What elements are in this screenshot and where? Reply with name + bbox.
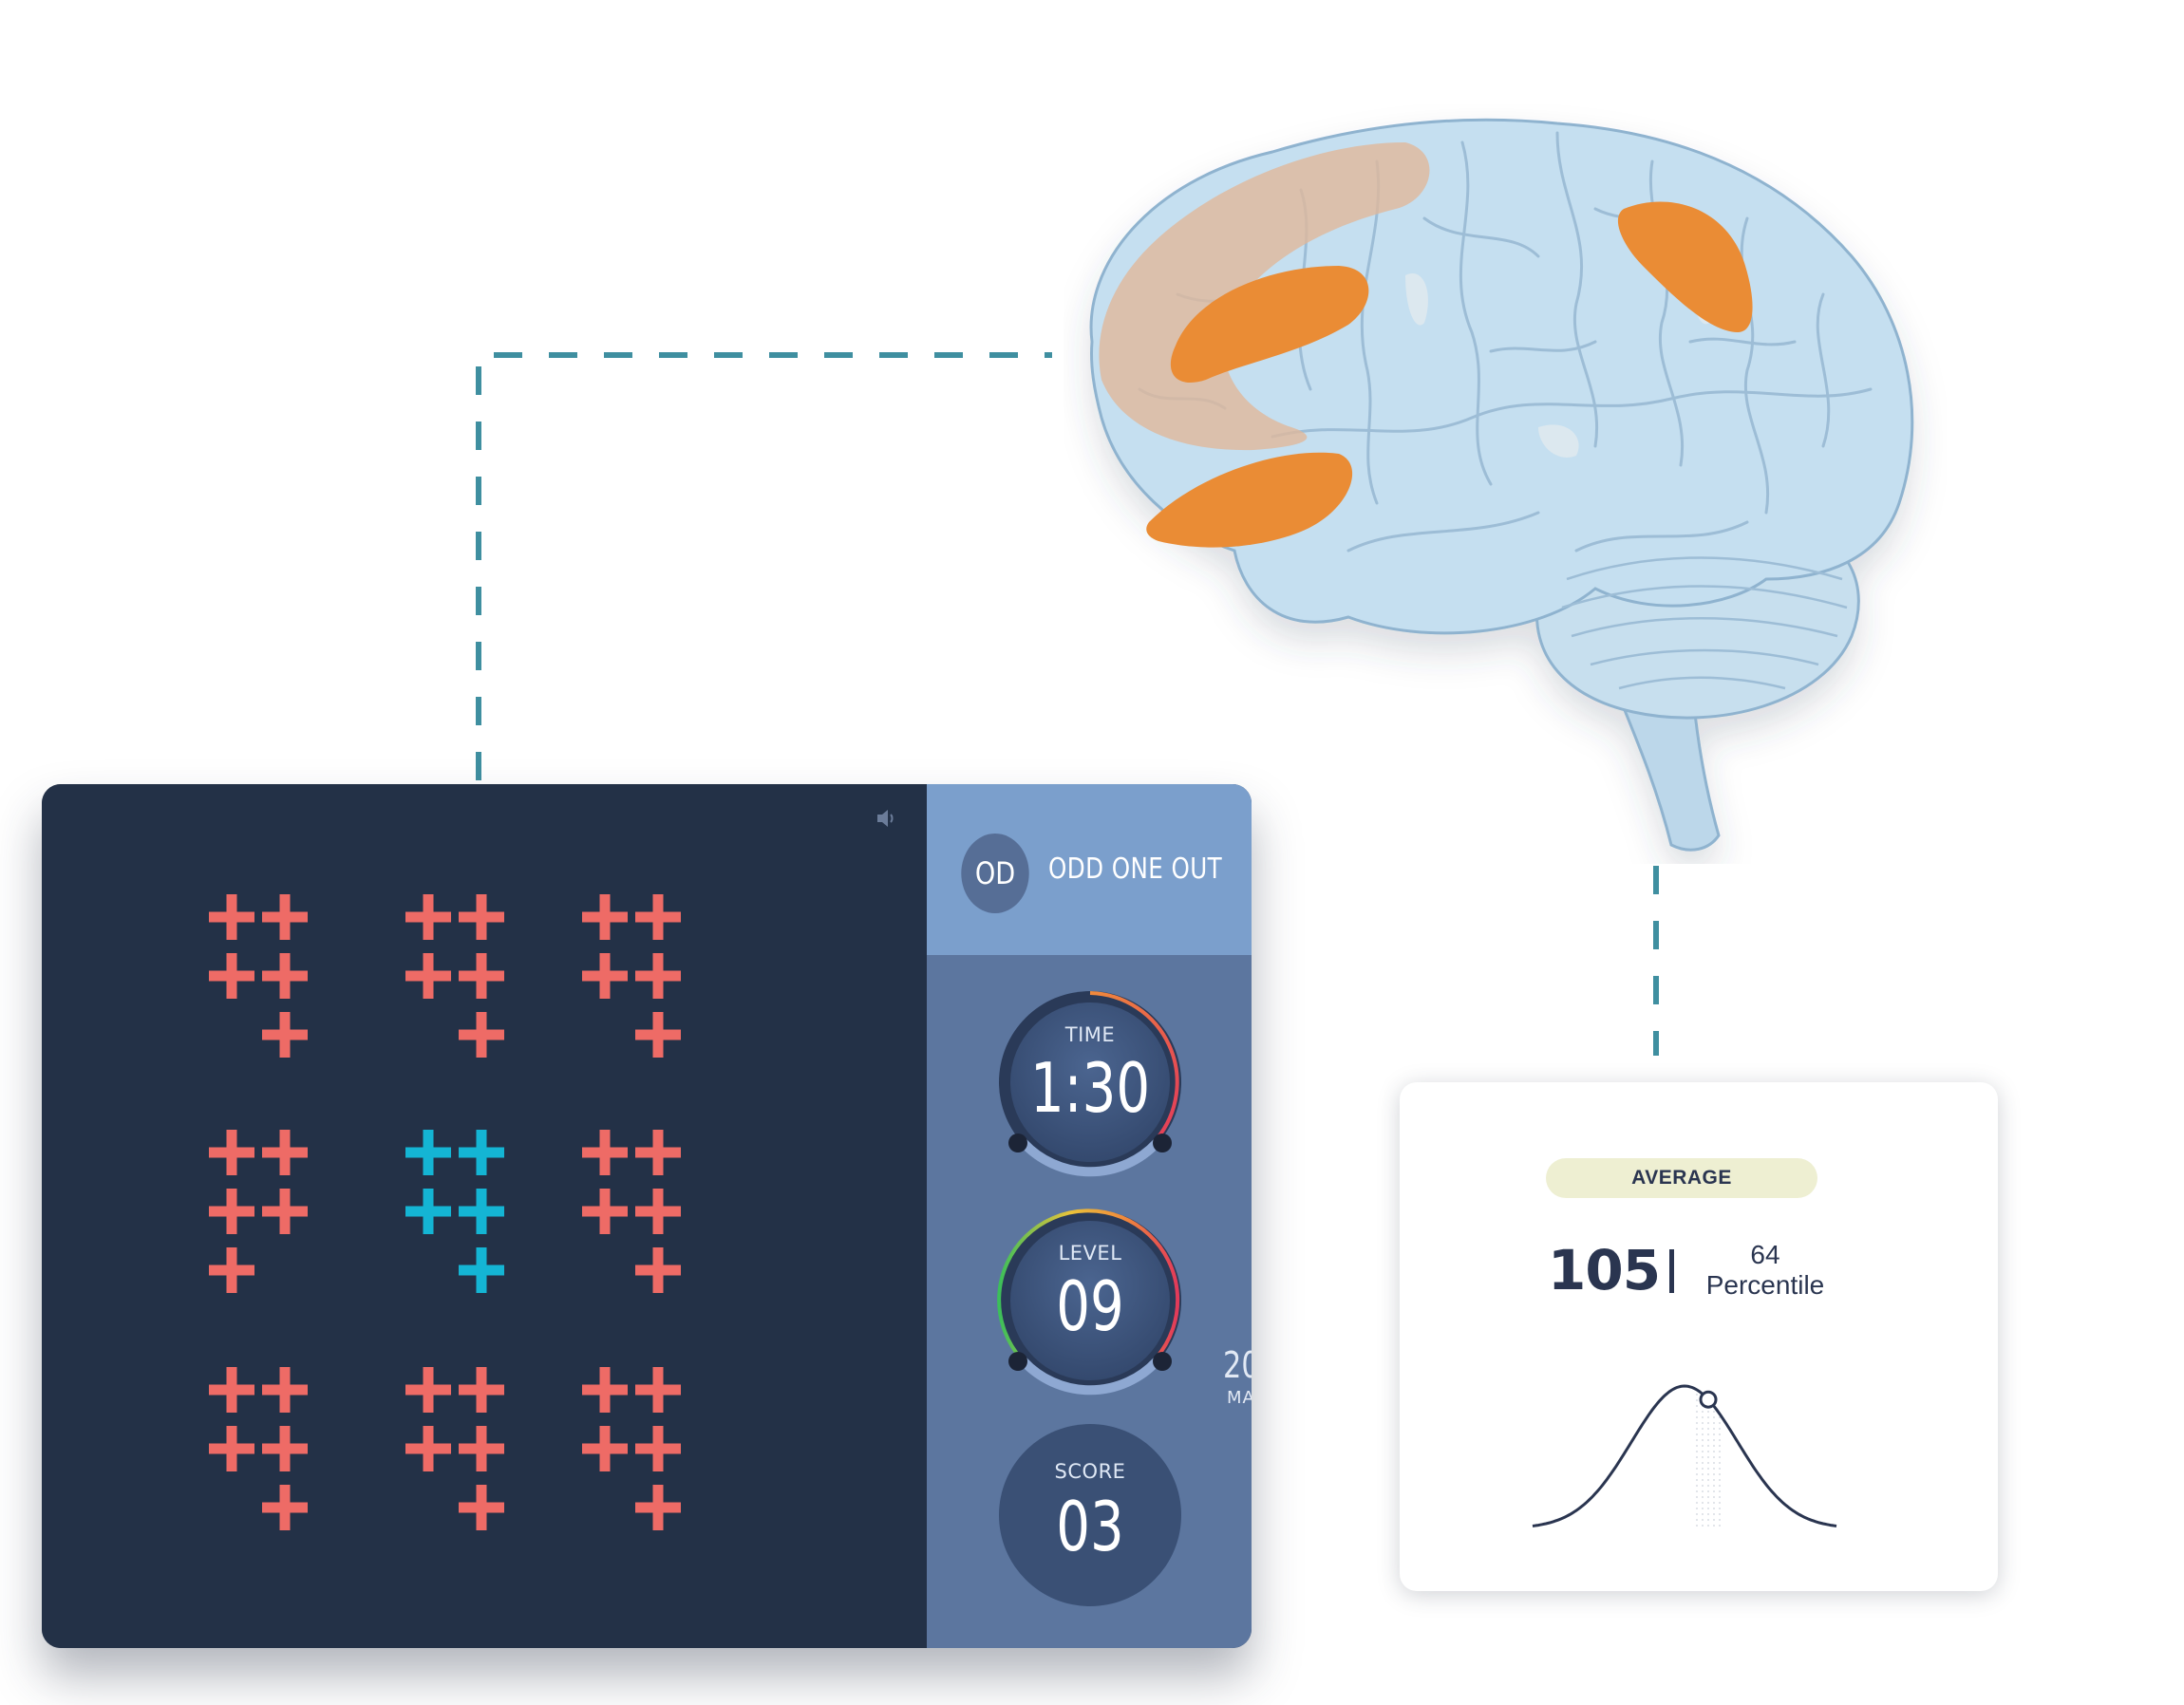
cross-mark: [635, 1426, 681, 1471]
cross-mark: [635, 1367, 681, 1413]
max-level-value: 20: [1223, 1344, 1252, 1386]
score-divider: [1669, 1249, 1674, 1293]
cross-mark: [209, 953, 254, 999]
cross-mark: [635, 1189, 681, 1234]
max-level-label: MAX: [1227, 1388, 1252, 1408]
cross-mark: [262, 1485, 308, 1530]
cross-mark: [635, 953, 681, 999]
cross-mark: [209, 894, 254, 940]
brain-illustration: [1089, 118, 1914, 852]
cross-mark: [262, 1130, 308, 1175]
percentile-value: 64: [1750, 1240, 1780, 1269]
cross-mark: [459, 1426, 504, 1471]
cross-tile[interactable]: [405, 894, 504, 1058]
score-label: SCORE: [1054, 1460, 1126, 1483]
cross-mark: [582, 953, 628, 999]
time-label: TIME: [1064, 1023, 1116, 1046]
cross-mark: [405, 894, 451, 940]
cross-tile[interactable]: [209, 1367, 308, 1530]
cross-mark: [582, 894, 628, 940]
cross-mark: [405, 1426, 451, 1471]
cross-mark: [262, 1367, 308, 1413]
cross-mark: [635, 1485, 681, 1530]
result-card: AVERAGE 105 64 Percentile: [1400, 1082, 1998, 1591]
game-header: OD ODD ONE OUT: [927, 784, 1252, 955]
cross-tile[interactable]: [582, 894, 681, 1058]
cross-mark: [405, 1367, 451, 1413]
cross-mark: [405, 953, 451, 999]
score-marker: [1699, 1390, 1718, 1409]
game-panel: OD ODD ONE OUT: [42, 784, 1252, 1648]
score-dial: SCORE 03: [995, 1420, 1185, 1610]
cross-mark: [635, 894, 681, 940]
cross-tile[interactable]: [582, 1367, 681, 1530]
cross-mark: [459, 894, 504, 940]
cross-mark: [209, 1189, 254, 1234]
cross-mark: [459, 1130, 504, 1175]
cross-mark: [582, 1367, 628, 1413]
cross-mark: [459, 1247, 504, 1293]
cross-tile[interactable]: [209, 894, 308, 1058]
cross-mark: [635, 1012, 681, 1058]
percentile-label: Percentile: [1705, 1270, 1825, 1300]
score-value: 03: [1056, 1487, 1124, 1566]
time-dial: TIME 1:30: [995, 987, 1185, 1177]
cross-mark: [209, 1426, 254, 1471]
cross-tile[interactable]: [582, 1130, 681, 1293]
cross-mark: [405, 1189, 451, 1234]
cross-mark: [459, 1189, 504, 1234]
level-dial: LEVEL 09: [995, 1206, 1185, 1396]
cross-tile[interactable]: [405, 1130, 504, 1293]
percentile-shade: [1694, 1388, 1722, 1528]
cross-mark: [209, 1130, 254, 1175]
cross-mark: [262, 894, 308, 940]
cross-mark: [582, 1130, 628, 1175]
cross-mark: [459, 953, 504, 999]
average-badge: AVERAGE: [1546, 1158, 1817, 1198]
cross-mark: [459, 1485, 504, 1530]
cross-tile[interactable]: [405, 1367, 504, 1530]
cross-mark: [262, 1189, 308, 1234]
cross-mark: [582, 1189, 628, 1234]
cross-mark: [262, 1426, 308, 1471]
cross-mark: [582, 1426, 628, 1471]
game-title: ODD ONE OUT: [1048, 852, 1223, 886]
cross-mark: [209, 1247, 254, 1293]
distribution-curve: [1532, 1384, 1837, 1527]
cross-tile[interactable]: [209, 1130, 308, 1293]
cross-mark: [405, 1130, 451, 1175]
cross-mark: [209, 1367, 254, 1413]
game-sidebar: OD ODD ONE OUT: [927, 784, 1252, 1648]
level-label: LEVEL: [1058, 1242, 1122, 1265]
time-value: 1:30: [1029, 1048, 1151, 1128]
cross-mark: [635, 1130, 681, 1175]
cross-mark: [635, 1247, 681, 1293]
cross-mark: [262, 1012, 308, 1058]
result-score: 105: [1548, 1238, 1661, 1302]
cross-mark: [459, 1012, 504, 1058]
cross-grid: [209, 894, 681, 1530]
cross-mark: [459, 1367, 504, 1413]
level-value: 09: [1056, 1266, 1124, 1346]
bell-curve: [1532, 1384, 1837, 1528]
cross-mark: [262, 953, 308, 999]
game-badge: OD: [961, 834, 1029, 913]
speaker-icon[interactable]: [874, 805, 900, 832]
game-board: [42, 784, 927, 1648]
